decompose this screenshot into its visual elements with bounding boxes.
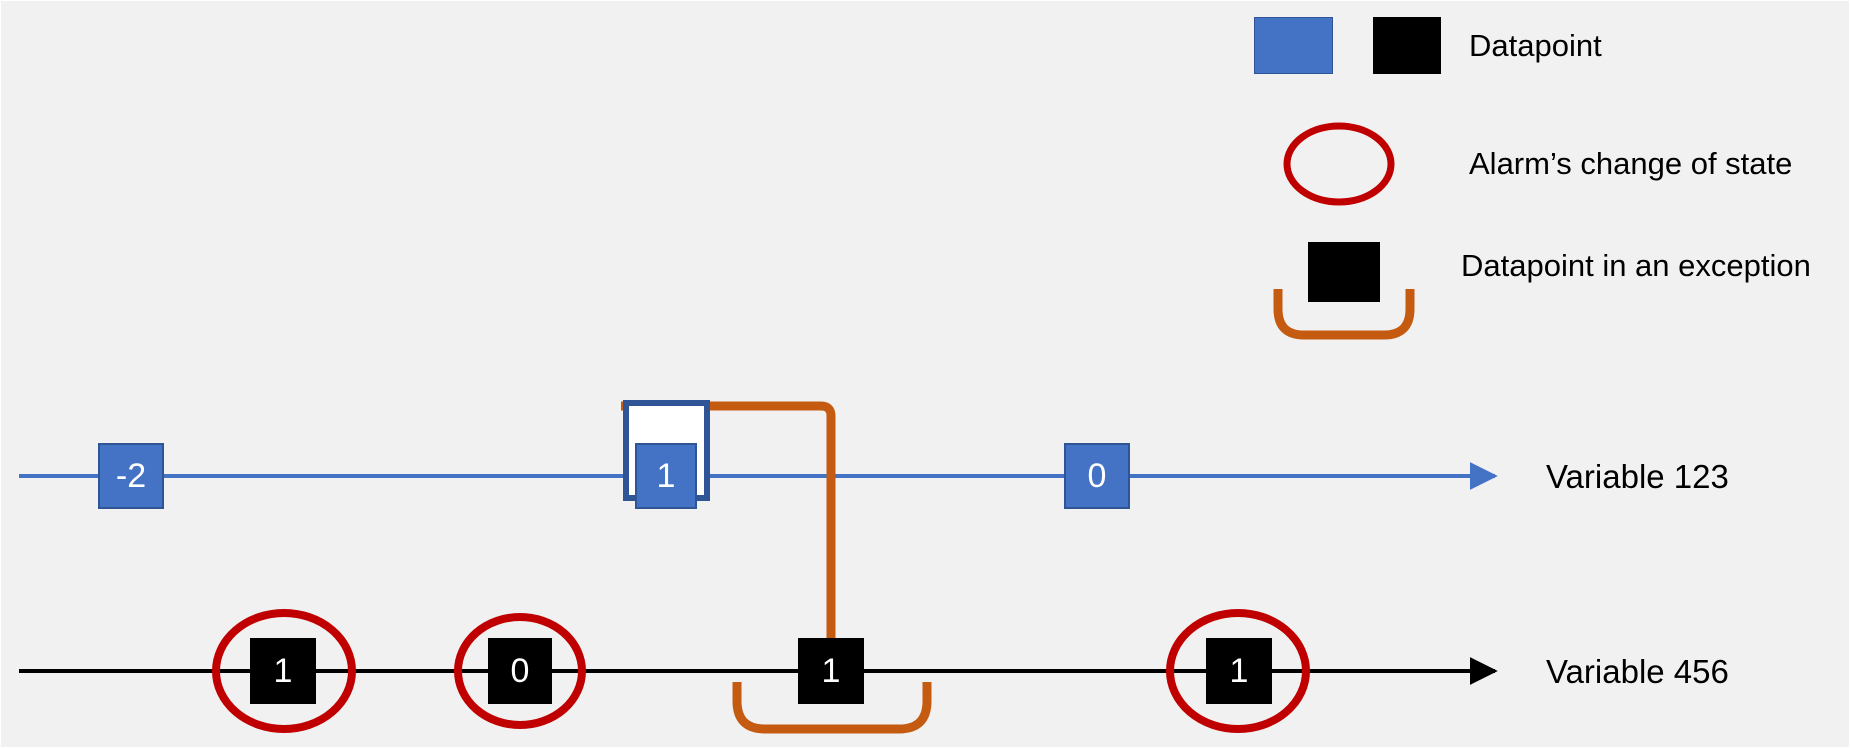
- legend-label-datapoint-in-exception: Datapoint in an exception: [1461, 248, 1811, 283]
- legend-alarm-ellipse-icon: [1283, 122, 1395, 206]
- datapoint-value: 1: [821, 652, 841, 690]
- legend-exception-black-square-icon: [1308, 242, 1380, 302]
- datapoint-variable-456-0[interactable]: 1: [250, 638, 316, 704]
- datapoint-variable-123-0[interactable]: -2: [98, 443, 164, 509]
- datapoint-value: 0: [510, 652, 530, 690]
- axis-label-variable-456: Variable 456: [1546, 653, 1729, 690]
- datapoint-variable-456-2[interactable]: 1: [798, 638, 864, 704]
- legend-blue-square-icon: [1254, 17, 1333, 74]
- axis-label-variable-123: Variable 123: [1546, 458, 1729, 495]
- legend-label-datapoint: Datapoint: [1469, 28, 1602, 63]
- datapoint-variable-123-2[interactable]: 0: [1064, 443, 1130, 509]
- datapoint-value: -2: [115, 457, 147, 495]
- datapoint-value: 1: [656, 457, 676, 495]
- legend-black-square-icon: [1373, 17, 1441, 74]
- datapoint-variable-456-1[interactable]: 0: [488, 638, 552, 704]
- datapoint-value: 1: [273, 652, 293, 690]
- datapoint-value: 0: [1087, 457, 1107, 495]
- legend-label-alarm-change-of-state: Alarm’s change of state: [1469, 146, 1793, 181]
- datapoint-value: 1: [1229, 652, 1249, 690]
- datapoint-variable-123-1[interactable]: 1: [635, 443, 697, 509]
- datapoint-variable-456-3[interactable]: 1: [1206, 638, 1272, 704]
